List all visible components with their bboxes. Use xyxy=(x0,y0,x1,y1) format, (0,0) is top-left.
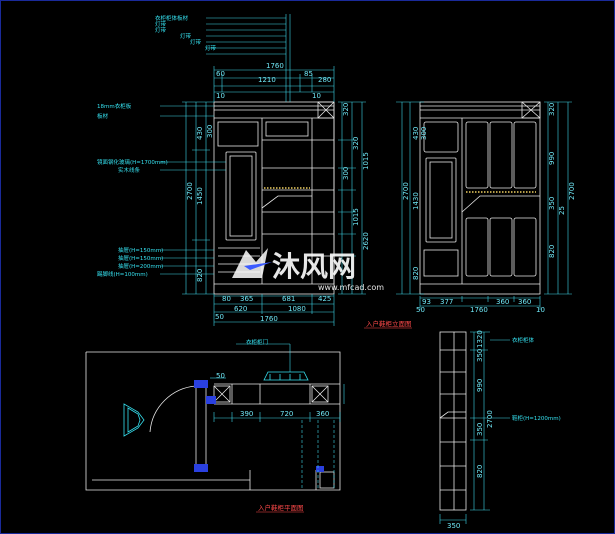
plan-dim-4: 360 xyxy=(316,410,329,418)
left-top-2: 1210 xyxy=(258,76,276,84)
plan-dim-1: 50 xyxy=(216,372,225,380)
left-bot-total: 1760 xyxy=(260,315,278,323)
right-rc-6: 25 xyxy=(558,206,566,215)
side-top-label: 衣柜柜体 xyxy=(512,336,535,344)
left-rc-4: 300 xyxy=(342,167,350,180)
right-elevation: 2700 1430 430 300 820 320 350 990 2700 8… xyxy=(396,101,576,314)
left-top-1: 60 xyxy=(216,70,225,78)
watermark: 沐风网 www.mfcad.com xyxy=(232,248,384,292)
right-bot-2: 377 xyxy=(440,298,453,306)
mid-label-3: 镜面钢化玻璃(H=1700mm) xyxy=(97,158,168,166)
low-label-1: 抽屉(H=150mm) xyxy=(118,246,163,254)
side-dim-4: 2700 xyxy=(486,410,494,428)
top-label-5: 灯带 xyxy=(190,38,202,46)
top-label-3: 灯带 xyxy=(155,26,167,34)
right-side-3: 430 xyxy=(412,127,420,140)
left-rc-5: 1015 xyxy=(352,208,360,226)
left-rc-6: 2620 xyxy=(362,232,370,250)
left-bot-4: 425 xyxy=(318,295,331,303)
left-rc-2: 320 xyxy=(352,137,360,150)
right-side-2: 1430 xyxy=(412,192,420,210)
left-bot-1: 80 xyxy=(222,295,231,303)
left-side-5: 820 xyxy=(196,269,204,282)
side-dim-3: 990 xyxy=(476,379,484,392)
left-bot2-2: 620 xyxy=(234,305,247,313)
left-top-total: 1760 xyxy=(266,62,284,70)
right-bot2-2: 1760 xyxy=(470,306,488,314)
side-dim-6: 820 xyxy=(476,465,484,478)
left-top-4: 280 xyxy=(318,76,331,84)
left-side-4: 300 xyxy=(206,125,214,138)
watermark-url: www.mfcad.com xyxy=(318,283,384,292)
top-label-6: 灯带 xyxy=(205,44,217,52)
watermark-logo-icon xyxy=(232,248,272,278)
left-bot2-1: 50 xyxy=(215,313,224,321)
left-rc-3: 1015 xyxy=(362,152,370,170)
left-top-small-2: 10 xyxy=(312,92,321,100)
left-bot-3: 681 xyxy=(282,295,295,303)
side-bottom-dim: 350 xyxy=(447,522,460,530)
top-label-4: 灯带 xyxy=(180,32,192,40)
side-dim-2: 350 xyxy=(476,349,484,362)
side-section: 衣柜柜体 鞋柜(H=1200mm) 1320 350 990 2700 350 … xyxy=(439,330,561,530)
left-side-3: 430 xyxy=(196,127,204,140)
title-plan: 入户鞋柜平面图 xyxy=(258,503,304,512)
left-bot2-3: 1080 xyxy=(288,305,306,313)
title-front: 入户鞋柜立面图 xyxy=(366,319,412,328)
left-bot-2: 365 xyxy=(240,295,253,303)
left-rc-1: 320 xyxy=(342,103,350,116)
plan-dim-3: 720 xyxy=(280,410,293,418)
left-side-1: 2700 xyxy=(186,182,194,200)
side-dim-5: 350 xyxy=(476,423,484,436)
plan-top-label: 衣柜柜门 xyxy=(246,338,268,346)
right-bot2-3: 10 xyxy=(536,306,545,314)
right-side-1: 2700 xyxy=(402,182,410,200)
left-side-2: 1450 xyxy=(196,187,204,205)
right-bot-3: 360 xyxy=(496,298,509,306)
left-elevation: 衣柜柜体板材 灯带 灯带 灯带 灯带 灯带 18mm衣柜板 板材 镜面钢化玻璃(… xyxy=(97,14,370,326)
right-bot-4: 360 xyxy=(518,298,531,306)
right-rc-4: 2700 xyxy=(568,182,576,200)
low-label-4: 踢脚线(H=100mm) xyxy=(97,270,148,278)
side-dim-1: 1320 xyxy=(476,330,484,348)
plan-dim-2: 390 xyxy=(240,410,253,418)
right-rc-3: 990 xyxy=(548,152,556,165)
low-label-3: 抽屉(H=200mm) xyxy=(118,262,163,270)
plan-view: 衣柜柜门 50 390 720 360 入户鞋柜平面图 xyxy=(85,338,345,513)
right-bot-1: 93 xyxy=(422,298,431,306)
right-rc-2: 350 xyxy=(548,197,556,210)
right-rc-5: 820 xyxy=(548,245,556,258)
right-side-5: 820 xyxy=(412,267,420,280)
left-top-3: 85 xyxy=(304,70,313,78)
right-side-4: 300 xyxy=(420,127,428,140)
watermark-text: 沐风网 xyxy=(272,250,356,283)
mid-label-1: 18mm衣柜板 xyxy=(97,102,132,110)
right-rc-1: 320 xyxy=(548,103,556,116)
side-mid-label: 鞋柜(H=1200mm) xyxy=(512,414,561,422)
mid-label-4: 实木线条 xyxy=(118,166,141,174)
left-top-small-1: 10 xyxy=(216,92,225,100)
right-bot2-1: 50 xyxy=(416,306,425,314)
top-label-1: 衣柜柜体板材 xyxy=(155,14,189,22)
low-label-2: 抽屉(H=150mm) xyxy=(118,254,163,262)
mid-label-2: 板材 xyxy=(97,112,109,120)
top-label-2: 灯带 xyxy=(155,20,167,28)
